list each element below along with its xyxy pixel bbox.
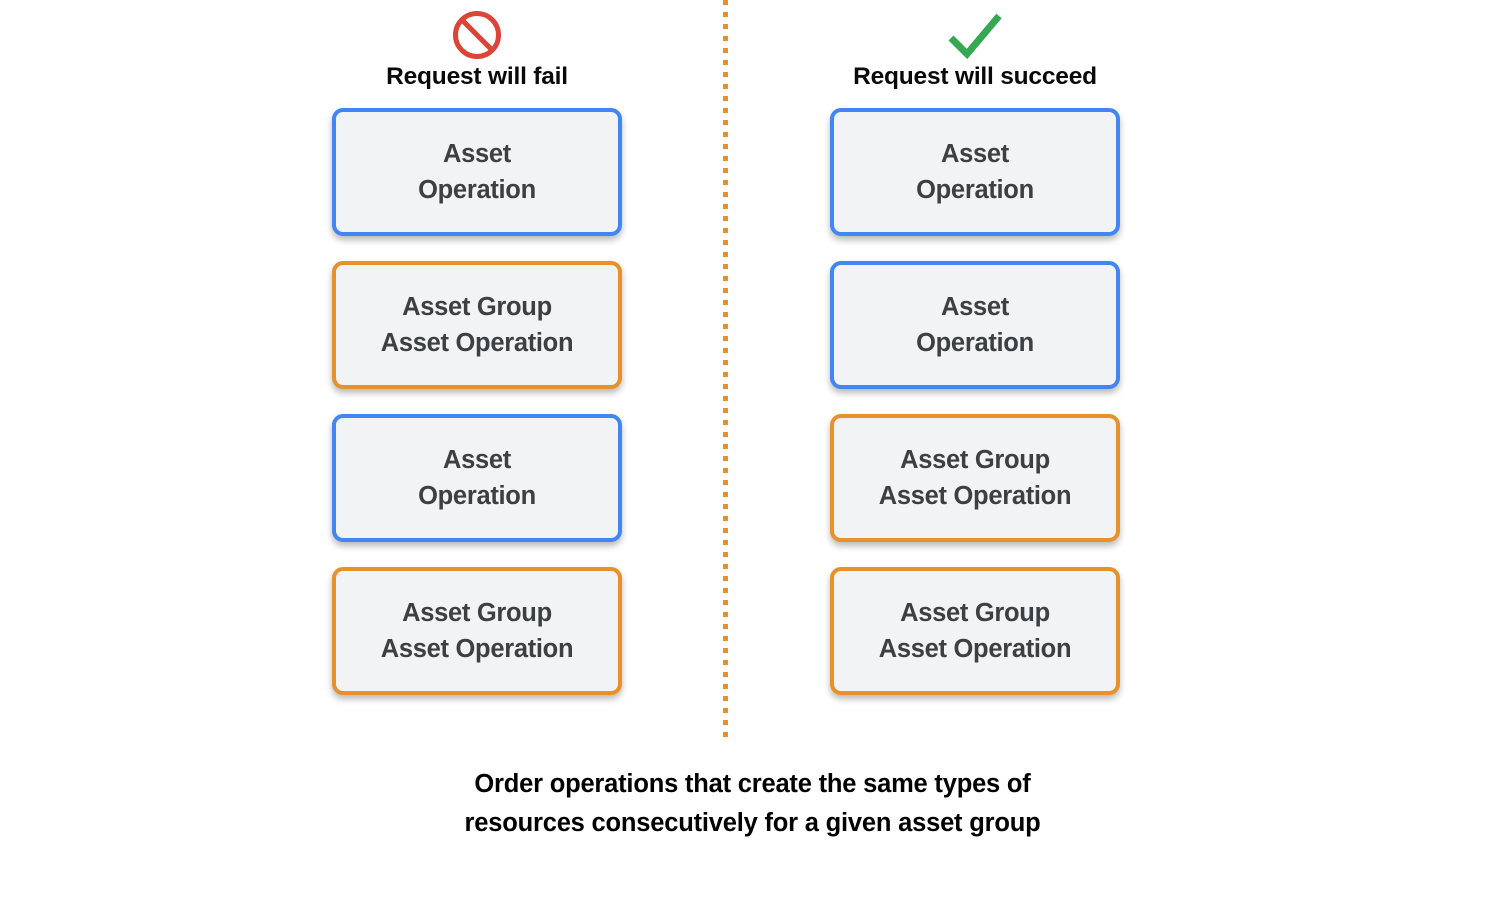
operation-box: Asset Operation [332, 108, 622, 236]
diagram-caption: Order operations that create the same ty… [464, 770, 1041, 837]
operation-box-label: Asset Operation [916, 140, 1034, 204]
checkmark-icon [825, 0, 1125, 62]
operation-box: Asset Operation [830, 108, 1120, 236]
column-header-label-fail: Request will fail [386, 63, 568, 90]
operation-box: Asset Group Asset Operation [830, 567, 1120, 695]
operation-box: Asset Group Asset Operation [332, 567, 622, 695]
column-header-label-succeed: Request will succeed [853, 63, 1097, 90]
operation-box-label: Asset Operation [418, 140, 536, 204]
column-header-succeed: Request will succeed [825, 0, 1125, 108]
column-request-will-fail: Request will fail Asset Operation Asset … [327, 0, 627, 720]
operation-box-label: Asset Group Asset Operation [878, 599, 1072, 663]
operation-box-label: Asset Operation [418, 446, 536, 510]
operation-box: Asset Operation [332, 414, 622, 542]
operation-box-label: Asset Group Asset Operation [380, 293, 574, 357]
column-header-fail: Request will fail [327, 0, 627, 108]
operation-box-label: Asset Operation [916, 293, 1034, 357]
prohibition-icon [327, 0, 627, 62]
operation-box: Asset Operation [830, 261, 1120, 389]
operation-box-label: Asset Group Asset Operation [380, 599, 574, 663]
operation-box: Asset Group Asset Operation [332, 261, 622, 389]
column-request-will-succeed: Request will succeed Asset Operation Ass… [825, 0, 1125, 720]
operation-box: Asset Group Asset Operation [830, 414, 1120, 542]
operation-box-label: Asset Group Asset Operation [878, 446, 1072, 510]
column-divider [723, 0, 728, 738]
